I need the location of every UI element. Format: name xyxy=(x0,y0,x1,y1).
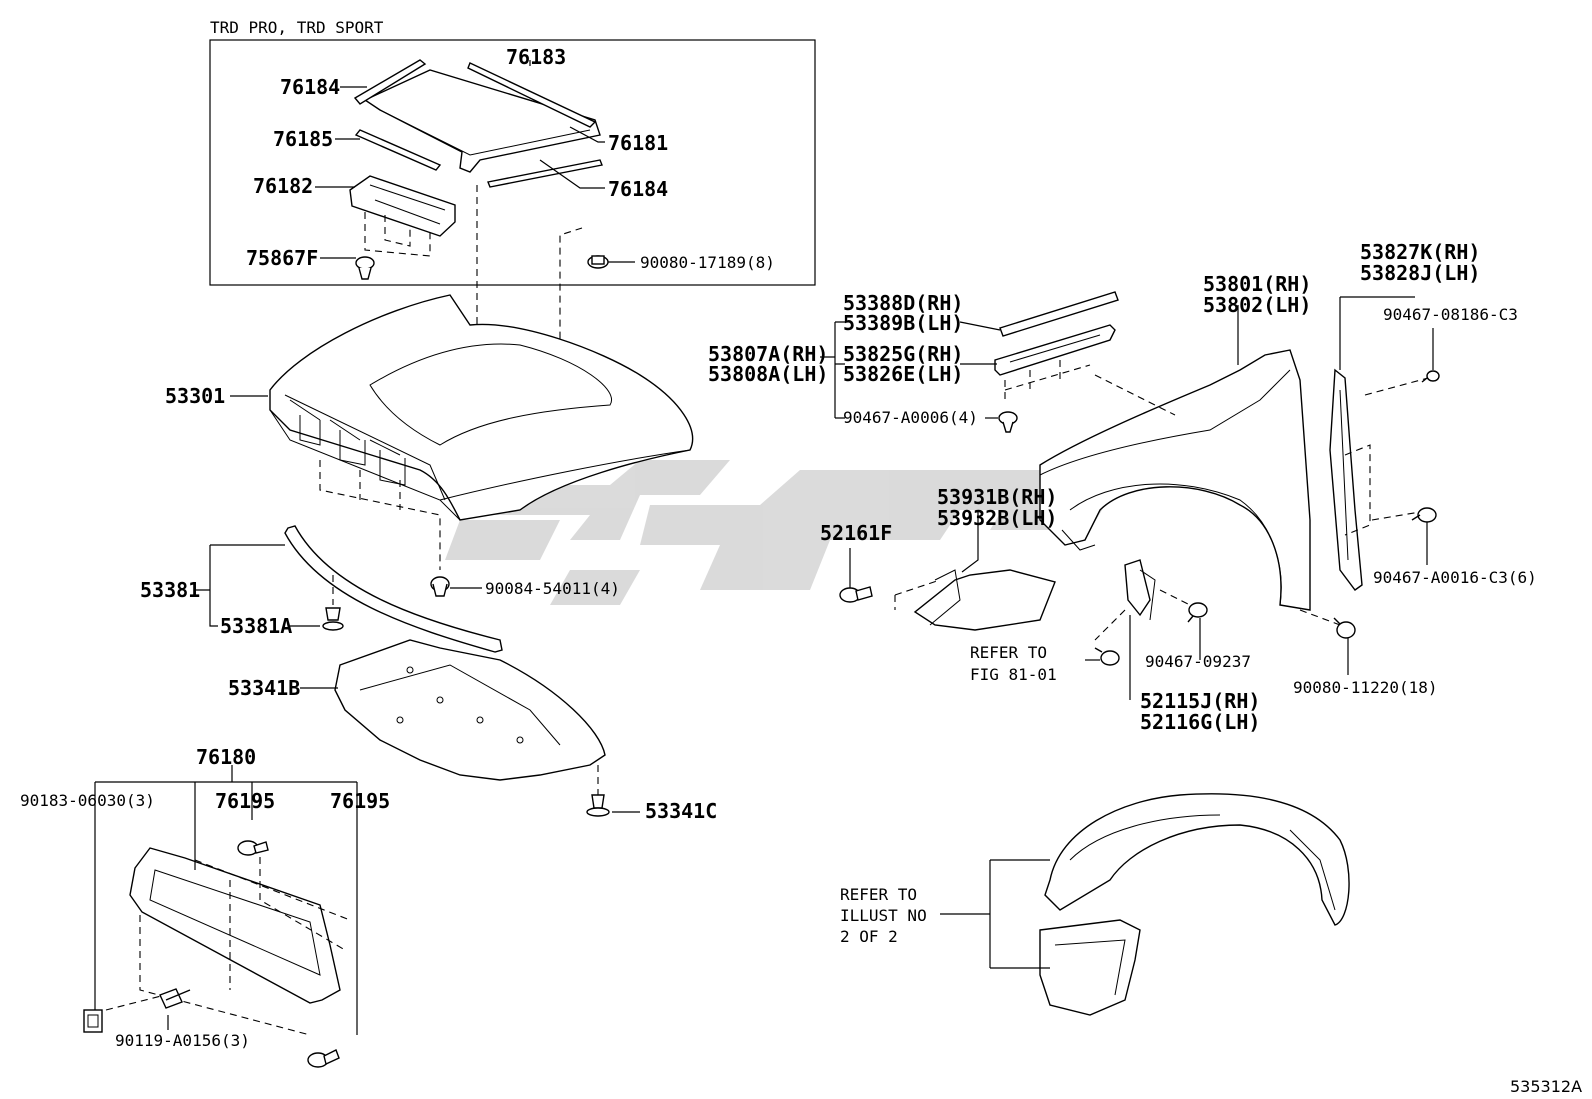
scoop-bracket-part xyxy=(349,175,456,237)
label-53341B: 53341B xyxy=(228,676,300,700)
nut-90183-06030-icon xyxy=(83,1009,103,1033)
label-53828J: 53828J(LH) xyxy=(1360,261,1480,285)
label-76185: 76185 xyxy=(273,127,333,151)
trd-inset: TRD PRO, TRD SPORT xyxy=(209,18,816,286)
screw-90467-08186-icon xyxy=(1421,370,1440,383)
callout-labels: 76183 76184 76185 76181 76184 76182 7586… xyxy=(20,45,1582,1096)
fender-bracket-52115J-part xyxy=(1124,559,1156,621)
hood-part xyxy=(269,294,694,521)
label-90467-A0006: 90467-A0006(4) xyxy=(843,408,978,427)
mud-guard-part xyxy=(913,569,1056,631)
label-53931B: 53931B(RH) xyxy=(937,485,1057,509)
clip-90467-A0006-icon xyxy=(998,411,1018,433)
label-90467-09237: 90467-09237 xyxy=(1145,652,1251,671)
label-76184-top: 76184 xyxy=(280,75,340,99)
bolt-90467-09237-icon xyxy=(1187,602,1208,623)
refer-illust-line1: REFER TO xyxy=(840,885,917,904)
label-76180: 76180 xyxy=(196,745,256,769)
bolt-90119-A0156-icon xyxy=(159,988,191,1009)
label-75867F: 75867F xyxy=(246,246,318,270)
label-90467-A0016: 90467-A0016-C3(6) xyxy=(1373,568,1537,587)
label-53826E: 53826E(LH) xyxy=(843,362,963,386)
label-53301: 53301 xyxy=(165,384,225,408)
label-90119-A0156: 90119-A0156(3) xyxy=(115,1031,250,1050)
hood-seal-part xyxy=(284,525,503,653)
refer-fig-line1: REFER TO xyxy=(970,643,1047,662)
label-52115J: 52115J(RH) xyxy=(1140,689,1260,713)
label-76184-bottom: 76184 xyxy=(608,177,668,201)
label-90467-08186: 90467-08186-C3 xyxy=(1383,305,1518,324)
label-90183-06030: 90183-06030(3) xyxy=(20,791,155,810)
grille-part xyxy=(129,847,341,1004)
label-53381: 53381 xyxy=(140,578,200,602)
label-76182: 76182 xyxy=(253,174,313,198)
inset-title: TRD PRO, TRD SPORT xyxy=(210,18,384,37)
refer-illust-line3: 2 OF 2 xyxy=(840,927,898,946)
label-53825G: 53825G(RH) xyxy=(843,342,963,366)
clip-52161F-icon xyxy=(839,586,873,603)
clip-76195a-icon xyxy=(237,840,269,856)
label-53389B: 53389B(LH) xyxy=(843,311,963,335)
label-52116G: 52116G(LH) xyxy=(1140,710,1260,734)
inset-frame xyxy=(209,39,816,286)
label-53801: 53801(RH) xyxy=(1203,272,1311,296)
label-52161F: 52161F xyxy=(820,521,892,545)
label-90080-17189: 90080-17189(8) xyxy=(640,253,775,272)
label-53802: 53802(LH) xyxy=(1203,293,1311,317)
fender-trim-strip-part xyxy=(999,291,1119,337)
clip-76195b-icon xyxy=(307,1049,340,1068)
fender-seal-part xyxy=(1329,368,1363,591)
label-76195-right: 76195 xyxy=(330,789,390,813)
label-76183: 76183 xyxy=(506,45,566,69)
clip-75867F-icon xyxy=(355,256,375,280)
label-53827K: 53827K(RH) xyxy=(1360,240,1480,264)
label-76195-left: 76195 xyxy=(215,789,275,813)
clip-90084-54011-icon xyxy=(430,576,450,597)
fender-bracket-part xyxy=(994,324,1116,376)
clip-53381A-icon xyxy=(322,607,344,631)
label-53932B: 53932B(LH) xyxy=(937,506,1057,530)
fender-liner-part xyxy=(1044,793,1350,926)
clip-53341C-icon xyxy=(586,794,610,817)
clip-90080-17189-icon xyxy=(587,255,609,269)
fender-liner-rear-part xyxy=(1039,919,1141,1016)
label-53341C: 53341C xyxy=(645,799,717,823)
refer-fig-line2: FIG 81-01 xyxy=(970,665,1057,684)
screw-90467-A0016-icon xyxy=(1411,507,1437,523)
label-90080-11220: 90080-11220(18) xyxy=(1293,678,1438,697)
label-53381A: 53381A xyxy=(220,614,292,638)
label-53807A: 53807A(RH) xyxy=(708,342,828,366)
hood-insulator-part xyxy=(334,639,606,781)
refer-illust-line2: ILLUST NO xyxy=(840,906,927,925)
label-53388D: 53388D(RH) xyxy=(843,291,963,315)
hood-scoop-part xyxy=(353,59,603,188)
label-76181: 76181 xyxy=(608,131,668,155)
label-53808A: 53808A(LH) xyxy=(708,362,828,386)
bolt-refer-fig-icon xyxy=(1094,647,1120,666)
diagram-id: 535312A xyxy=(1510,1077,1582,1096)
label-90084-54011: 90084-54011(4) xyxy=(485,579,620,598)
front-fender-part xyxy=(1039,349,1311,611)
bolt-90080-11220-icon xyxy=(1333,617,1356,639)
